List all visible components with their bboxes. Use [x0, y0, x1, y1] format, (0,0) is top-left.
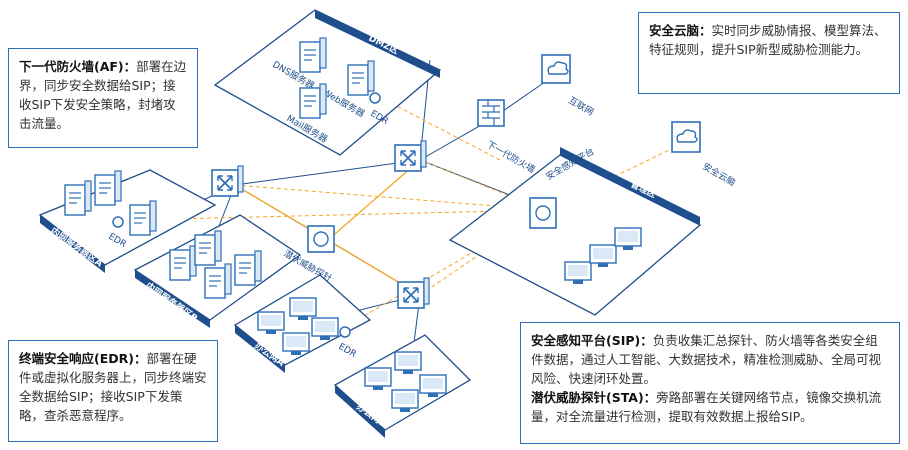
zone-office-a: 办公网A EDR [233, 274, 372, 373]
callout-sip: 安全感知平台(SIP)：负责收集汇总探针、防火墙等各类安全组件数据，通过人工智能… [531, 331, 889, 388]
callout-cloud-title: 安全云脑： [649, 23, 712, 38]
callout-sip-sta: 安全感知平台(SIP)：负责收集汇总探针、防火墙等各类安全组件数据，通过人工智能… [520, 322, 900, 444]
zone-mgmt: 管理区 安全感知平台 [448, 145, 702, 316]
edr-icon [369, 92, 381, 104]
switch-intranet [211, 165, 244, 197]
office-a-edr-icon [339, 326, 351, 338]
firewall-icon [482, 100, 500, 126]
zone-office-b: 办公网B [333, 334, 472, 438]
callout-edr: 终端安全响应(EDR)：部署在硬件或虚拟化服务器上，同步终端安全数据给SIP；接… [8, 340, 218, 442]
callout-edr-title: 终端安全响应(EDR)： [19, 351, 147, 366]
callout-edr-body: 部署在硬件或虚拟化服务器上，同步终端安全数据给SIP；接收SIP下发策略，查杀恶… [19, 351, 207, 423]
internet-node: 互联网 [541, 54, 596, 118]
cloud-brain-icon [676, 129, 698, 143]
office-a-edr-label: EDR [337, 342, 358, 360]
internet-cloud-icon [547, 61, 569, 75]
sip-icon [535, 205, 551, 221]
callout-sta-title: 潜伏威胁探针(STA)： [531, 390, 657, 405]
callout-cloud-body: 实时同步威胁情报、模型算法、特征规则，提升SIP新型威胁检测能力。 [649, 23, 887, 57]
callout-sta: 潜伏威胁探针(STA)：旁路部署在关键网络节点，镜像交换机流量，对全流量进行检测… [531, 388, 889, 426]
callout-sta-body: 旁路部署在关键网络节点，镜像交换机流量，对全流量进行检测，提取有效数据上报给SI… [531, 390, 882, 424]
cloud-brain-node: 安全云脑 [671, 121, 738, 189]
callout-sip-body: 负责收集汇总探针、防火墙等各类安全组件数据，通过人工智能、大数据技术，精准检测威… [531, 333, 882, 386]
callout-af-body: 部署在边界，同步安全数据给SIP；接收SIP下发安全策略，封堵攻击流量。 [19, 59, 187, 131]
ngfw-label: 下一代防火墙 [485, 138, 538, 175]
sta-icon [313, 231, 329, 247]
callout-sip-title: 安全感知平台(SIP)： [531, 333, 653, 348]
cloud-brain-label: 安全云脑 [701, 160, 738, 188]
sta-node: 潜伏威胁探针 [282, 225, 335, 285]
zone-dmz: DMZ区 DNS服务器 Web服务器 Mail服务器 EDR [213, 9, 442, 156]
callout-cloud-brain: 安全云脑：实时同步威胁情报、模型算法、特征规则，提升SIP新型威胁检测能力。 [638, 12, 900, 94]
callout-af-title: 下一代防火墙(AF)： [19, 59, 137, 74]
callout-af: 下一代防火墙(AF)：部署在边界，同步安全数据给SIP；接收SIP下发安全策略，… [8, 48, 198, 148]
ngfw-node: 下一代防火墙 [477, 99, 538, 176]
switch-core [394, 140, 427, 172]
internet-label: 互联网 [567, 95, 596, 118]
sta-label: 潜伏威胁探针 [282, 247, 335, 284]
switch-office [397, 277, 430, 309]
intranet-a-edr-icon [112, 216, 124, 228]
